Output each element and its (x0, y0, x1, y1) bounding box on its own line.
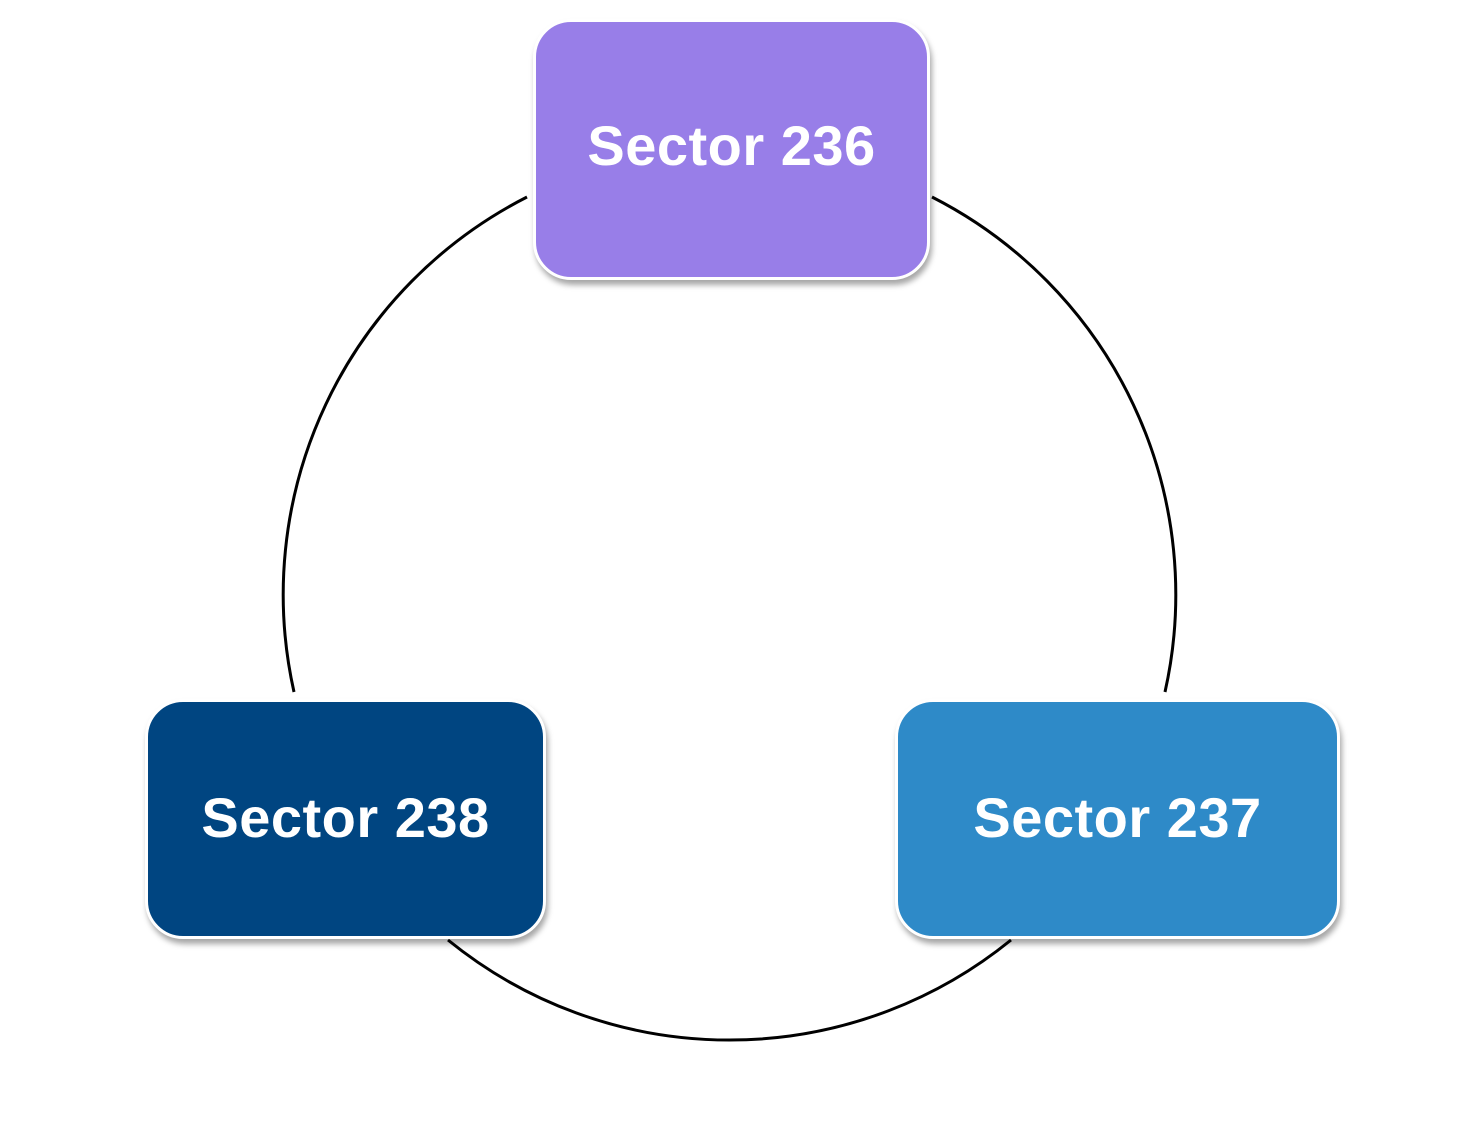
node-sector-237: Sector 237 (895, 699, 1340, 939)
arc-bottom (447, 938, 1012, 1042)
arc-top-left (281, 195, 528, 693)
node-label: Sector 238 (201, 786, 490, 849)
arc-top-right (931, 195, 1178, 693)
node-label: Sector 236 (587, 114, 876, 177)
node-sector-238: Sector 238 (145, 699, 546, 939)
node-label: Sector 237 (973, 786, 1262, 849)
node-sector-236: Sector 236 (533, 19, 930, 280)
